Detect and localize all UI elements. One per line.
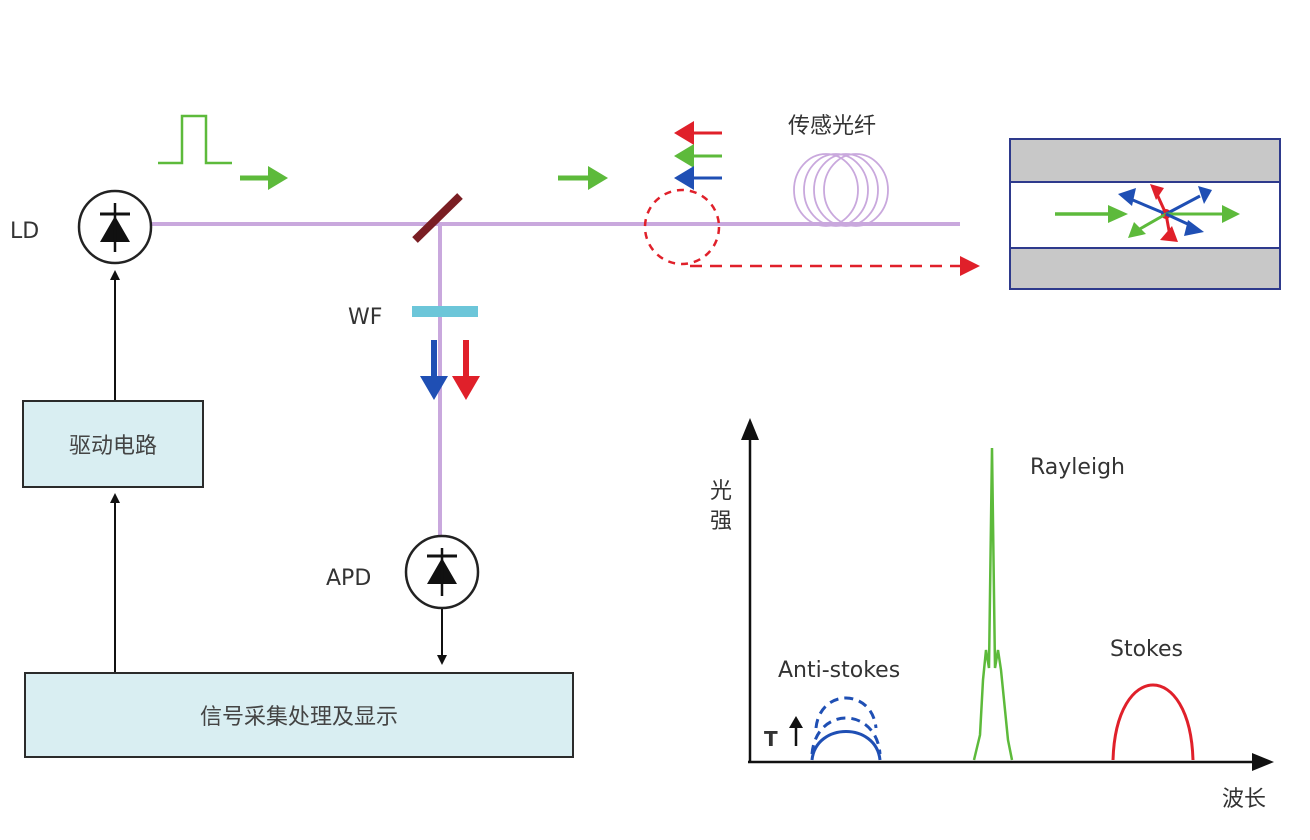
signal-processing-box: 信号采集处理及显示: [24, 672, 574, 758]
intensity-axis-label-2: 强: [710, 509, 732, 534]
filtered-signal-arrows: [420, 340, 480, 400]
electrical-connections: [110, 270, 447, 672]
scatter-point-circle: [643, 188, 721, 266]
anti-stokes-peak: [810, 696, 882, 761]
fiber-scattering-detail: [1009, 138, 1281, 290]
optical-fiber-path: [152, 222, 960, 540]
drive-circuit-box: 驱动电路: [22, 400, 204, 488]
ld-label: LD: [10, 219, 39, 244]
backscatter-arrows: [674, 121, 722, 190]
intensity-axis-label-1: 光: [710, 479, 732, 504]
wf-label: WF: [348, 305, 382, 330]
incident-arrow-2: [558, 166, 608, 190]
ld-photodiode-icon: [77, 189, 153, 265]
incident-arrow-1: [240, 166, 288, 190]
stokes-peak: [1111, 683, 1195, 761]
rayleigh-peak: [972, 447, 1014, 761]
apd-photodiode-icon: [404, 534, 480, 610]
sensing-fiber-label: 传感光纤: [788, 114, 876, 139]
rayleigh-label: Rayleigh: [1030, 455, 1125, 480]
fiber-coil-icon: [793, 153, 889, 227]
temperature-label: T: [764, 727, 778, 751]
signal-processing-label: 信号采集处理及显示: [199, 705, 398, 730]
pulse-icon: [158, 114, 232, 165]
wavelength-filter: [412, 306, 478, 317]
temperature-up-icon: [789, 716, 803, 746]
apd-label: APD: [326, 566, 371, 591]
spectrum-chart: [741, 418, 1274, 771]
anti-stokes-label: Anti-stokes: [778, 658, 900, 683]
wavelength-axis-label: 波长: [1222, 787, 1266, 812]
drive-circuit-label: 驱动电路: [68, 434, 157, 459]
beam-splitter: [412, 193, 463, 243]
stokes-label: Stokes: [1110, 637, 1183, 662]
